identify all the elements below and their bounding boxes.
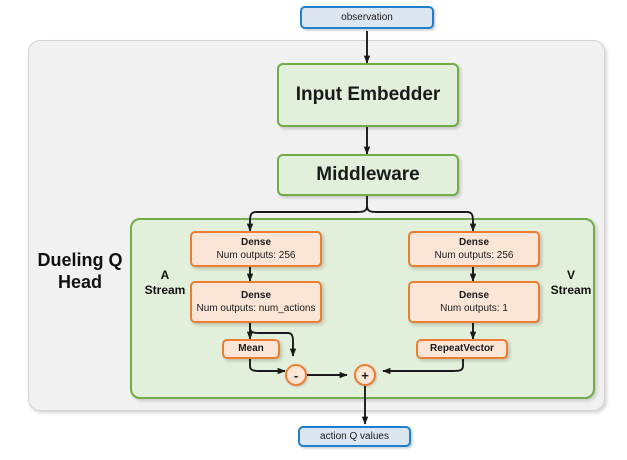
v-dense-1-title: Dense bbox=[458, 289, 489, 301]
subtract-operator-node[interactable]: - bbox=[285, 364, 307, 386]
v-dense-256-node[interactable]: Dense Num outputs: 256 bbox=[408, 231, 540, 267]
action-q-values-node[interactable]: action Q values bbox=[298, 426, 411, 447]
a-dense-numactions-node[interactable]: Dense Num outputs: num_actions bbox=[190, 281, 322, 323]
a-dense-256-node[interactable]: Dense Num outputs: 256 bbox=[190, 231, 322, 267]
observation-label: observation bbox=[341, 11, 393, 23]
subtract-operator-symbol: - bbox=[293, 367, 299, 383]
a-dense-numactions-title: Dense bbox=[240, 289, 271, 301]
mean-label: Mean bbox=[238, 343, 264, 355]
v-dense-256-sub: Num outputs: 256 bbox=[434, 249, 514, 261]
v-dense-1-node[interactable]: Dense Num outputs: 1 bbox=[408, 281, 540, 323]
input-embedder-label: Input Embedder bbox=[295, 83, 441, 105]
add-operator-symbol: + bbox=[361, 367, 369, 383]
repeatvector-node[interactable]: RepeatVector bbox=[416, 339, 508, 359]
add-operator-node[interactable]: + bbox=[354, 364, 376, 386]
mean-node[interactable]: Mean bbox=[222, 339, 280, 359]
observation-node[interactable]: observation bbox=[300, 6, 434, 29]
a-stream-label: A Stream bbox=[144, 268, 186, 297]
a-dense-256-title: Dense bbox=[240, 236, 271, 248]
repeatvector-label: RepeatVector bbox=[430, 343, 494, 355]
v-dense-1-sub: Num outputs: 1 bbox=[440, 302, 508, 314]
middleware-node[interactable]: Middleware bbox=[277, 154, 459, 196]
a-dense-256-sub: Num outputs: 256 bbox=[216, 249, 296, 261]
dueling-q-head-label: Dueling Q Head bbox=[37, 250, 123, 292]
v-dense-256-title: Dense bbox=[458, 236, 489, 248]
a-dense-numactions-sub: Num outputs: num_actions bbox=[196, 302, 316, 314]
action-q-values-label: action Q values bbox=[320, 430, 389, 442]
v-stream-label: V Stream bbox=[550, 268, 592, 297]
middleware-label: Middleware bbox=[316, 163, 420, 185]
input-embedder-node[interactable]: Input Embedder bbox=[277, 63, 459, 127]
